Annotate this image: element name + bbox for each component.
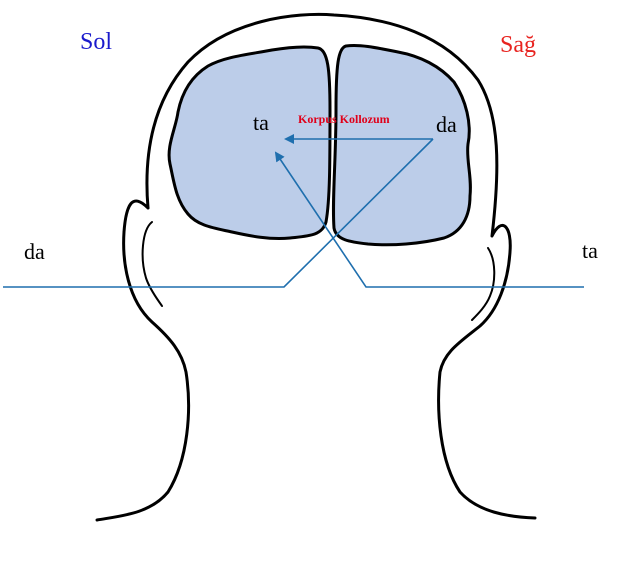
right-ear-sound-label: ta [582, 238, 598, 263]
left-ear-sound-label: da [24, 239, 45, 264]
left-ear-inner [141, 221, 163, 307]
left-ear-pathway [3, 138, 434, 288]
left-hemisphere [167, 45, 332, 240]
right-ear-pathway [274, 151, 584, 288]
corpus-callosum-label: Korpus Kollozum [298, 112, 390, 126]
right-hemisphere [331, 44, 472, 247]
left-side-label: Sol [80, 29, 113, 55]
right-side-label: Sağ [500, 32, 536, 58]
head-outline [95, 12, 537, 522]
right-hemisphere-sound-label: da [436, 112, 457, 137]
right-ear-inner [471, 247, 496, 321]
left-hemisphere-sound-label: ta [253, 110, 269, 135]
